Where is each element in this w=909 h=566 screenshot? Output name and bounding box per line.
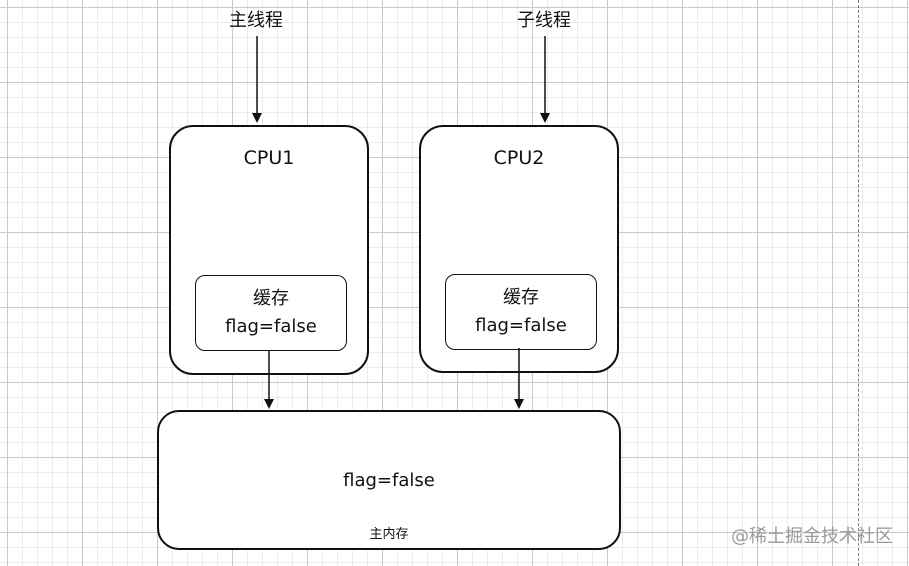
cpu2-cache-box: 缓存 flag=false xyxy=(445,274,597,350)
main-memory-value: flag=false xyxy=(343,470,435,491)
cpu1-cache-box: 缓存 flag=false xyxy=(195,275,347,351)
cpu1-box: CPU1 缓存 flag=false xyxy=(169,125,369,375)
cpu2-cache-value: flag=false xyxy=(475,315,567,336)
cpu2-title: CPU2 xyxy=(493,147,545,169)
cpu2-cache-title: 缓存 xyxy=(503,287,539,308)
child-thread-label: 子线程 xyxy=(517,10,571,31)
main-memory-title: 主内存 xyxy=(369,527,409,542)
main-memory-box: flag=false 主内存 xyxy=(157,410,621,550)
cpu1-cache-title: 缓存 xyxy=(253,288,289,309)
cpu1-cache-value: flag=false xyxy=(225,316,317,337)
page-boundary-dashed-line xyxy=(858,0,859,566)
main-thread-label: 主线程 xyxy=(229,10,283,31)
watermark: @稀土掘金技术社区 xyxy=(731,526,893,547)
cpu1-title: CPU1 xyxy=(243,147,295,169)
cpu2-box: CPU2 缓存 flag=false xyxy=(419,125,619,373)
